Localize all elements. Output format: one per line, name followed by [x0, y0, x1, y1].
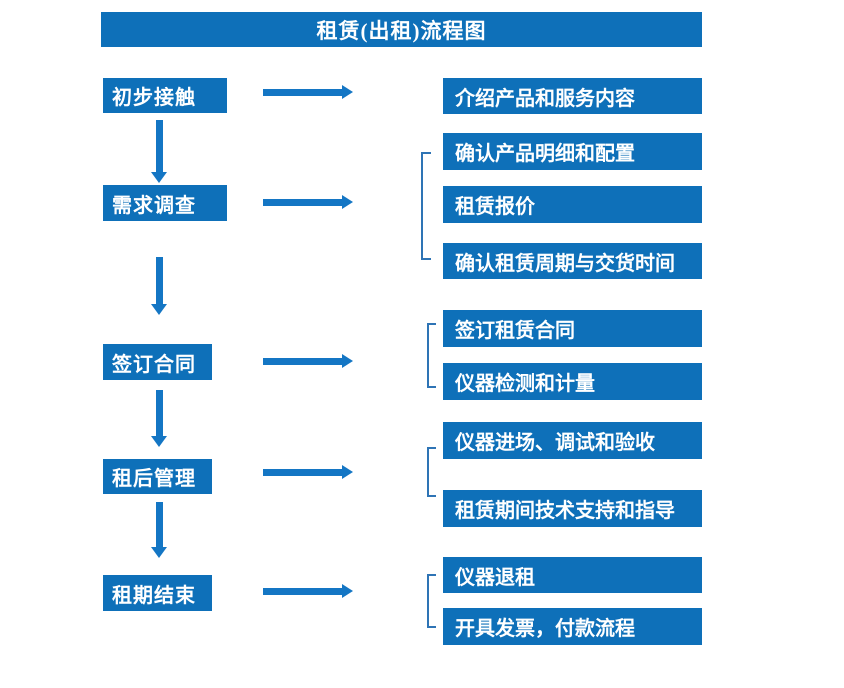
- detail-box-technical-support: 租赁期间技术支持和指导: [443, 490, 702, 527]
- diagram-title: 租赁(出租)流程图: [101, 12, 702, 47]
- arrow-right-icon: [263, 465, 353, 480]
- group-bracket: [427, 323, 436, 388]
- group-bracket: [427, 447, 436, 497]
- arrow-shaft: [156, 502, 163, 547]
- arrow-shaft: [156, 257, 163, 304]
- step-box-initial-contact: 初步接触: [103, 78, 227, 113]
- arrow-shaft: [263, 89, 343, 96]
- step-box-post-rental-management: 租后管理: [103, 459, 212, 494]
- arrow-head: [151, 172, 167, 183]
- arrow-head: [342, 195, 353, 209]
- arrow-head: [342, 85, 353, 99]
- arrow-shaft: [263, 469, 343, 476]
- detail-box-confirm-product-details: 确认产品明细和配置: [443, 133, 702, 170]
- detail-box-sign-rental-contract: 签订租赁合同: [443, 310, 702, 347]
- detail-box-introduce-products: 介绍产品和服务内容: [443, 78, 702, 114]
- arrow-down-icon: [151, 257, 168, 315]
- arrow-right-icon: [263, 354, 353, 369]
- arrow-down-icon: [151, 120, 168, 183]
- arrow-shaft: [263, 588, 343, 595]
- arrow-head: [342, 354, 353, 368]
- detail-box-instrument-setup: 仪器进场、调试和验收: [443, 422, 702, 459]
- arrow-shaft: [263, 358, 343, 365]
- detail-box-invoice-payment: 开具发票，付款流程: [443, 608, 702, 645]
- step-box-needs-survey: 需求调查: [103, 185, 227, 221]
- group-bracket: [427, 574, 436, 628]
- arrow-shaft: [156, 120, 163, 172]
- group-bracket: [421, 152, 431, 260]
- arrow-right-icon: [263, 584, 353, 599]
- arrow-head: [151, 547, 167, 558]
- arrow-right-icon: [263, 85, 353, 100]
- arrow-right-icon: [263, 195, 353, 210]
- arrow-head: [342, 465, 353, 479]
- arrow-head: [151, 436, 167, 447]
- step-box-rental-end: 租期结束: [103, 575, 212, 611]
- detail-box-instrument-inspection: 仪器检测和计量: [443, 363, 702, 400]
- detail-box-instrument-return: 仪器退租: [443, 557, 702, 593]
- arrow-head: [342, 584, 353, 598]
- step-box-sign-contract: 签订合同: [103, 344, 212, 380]
- arrow-head: [151, 304, 167, 315]
- arrow-shaft: [263, 199, 343, 206]
- arrow-down-icon: [151, 390, 168, 447]
- arrow-shaft: [156, 390, 163, 436]
- detail-box-confirm-rental-period: 确认租赁周期与交货时间: [443, 243, 702, 279]
- detail-box-rental-quotation: 租赁报价: [443, 186, 702, 223]
- arrow-down-icon: [151, 502, 168, 558]
